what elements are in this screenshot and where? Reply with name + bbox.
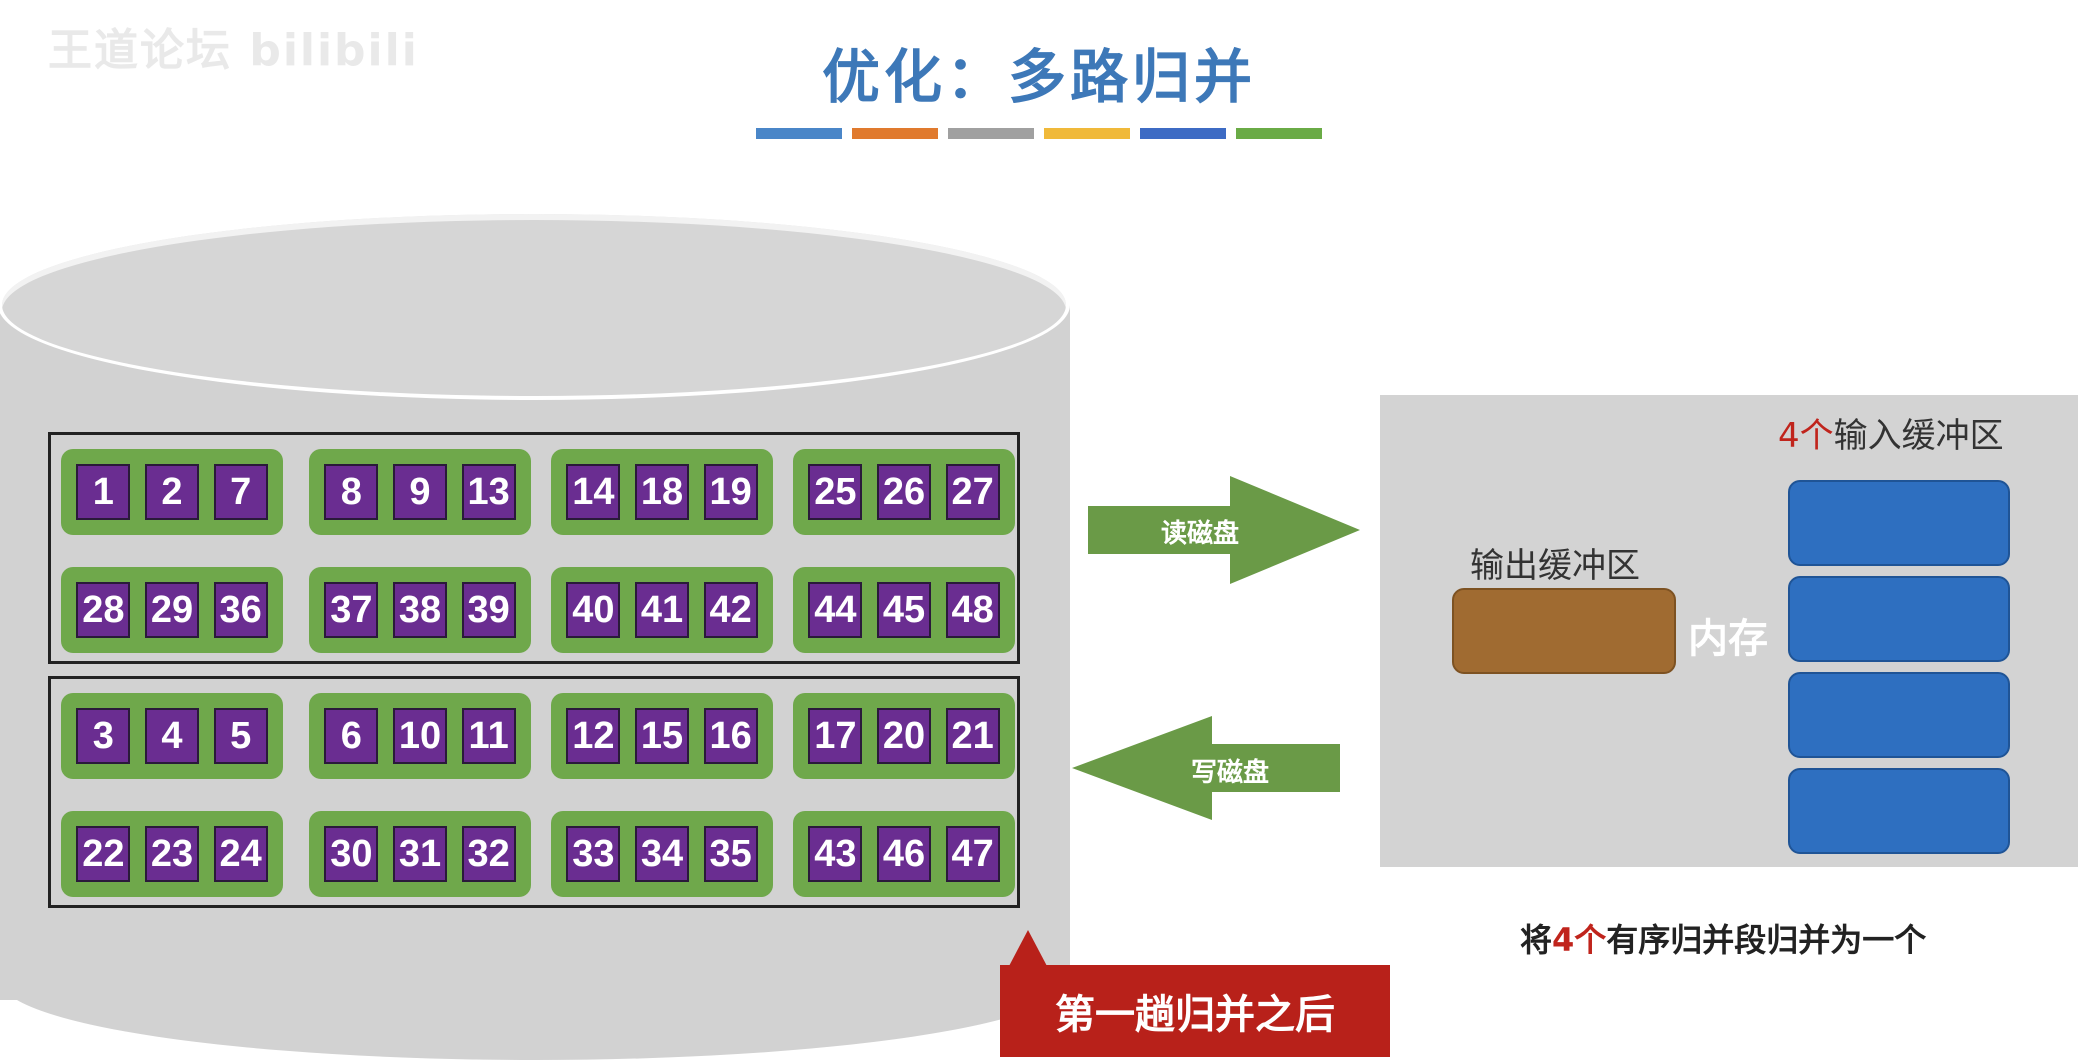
run-number-cell: 9 [392, 464, 447, 520]
run-number-cell: 48 [945, 582, 1000, 638]
run-number-cell: 32 [461, 826, 516, 882]
run-number-cell: 39 [461, 582, 516, 638]
output-buffer [1452, 588, 1676, 674]
run-number-cell: 28 [76, 582, 131, 638]
run-number-cell: 21 [945, 708, 1000, 764]
run-number-cell: 30 [324, 826, 379, 882]
read-arrow-shape [1088, 476, 1360, 584]
input-buffer-label: 输入缓冲区 [1833, 416, 2004, 456]
run-number-cell: 17 [808, 708, 863, 764]
input-buffer-stack [1788, 480, 2010, 854]
run-number-cell: 46 [876, 826, 931, 882]
run-number-cell: 22 [76, 826, 131, 882]
page-title: 优化：多路归并 [821, 43, 1256, 111]
run-number-cell: 16 [703, 708, 758, 764]
title-color-stripe [756, 128, 1322, 139]
watermark: 王道论坛 bilibili [48, 25, 419, 76]
run-number-cell: 25 [808, 464, 863, 520]
input-buffer [1788, 768, 2010, 854]
run-number-cell: 31 [392, 826, 447, 882]
memory-label: 内存 [1688, 616, 1768, 662]
stripe-segment [948, 128, 1034, 139]
run-number-cell: 13 [461, 464, 516, 520]
run-number-cell: 47 [945, 826, 1000, 882]
stripe-segment [1140, 128, 1226, 139]
input-buffer [1788, 672, 2010, 758]
run-number-cell: 8 [324, 464, 379, 520]
disk-cylinder-top [0, 210, 1070, 400]
run-number-cell: 36 [213, 582, 268, 638]
after-first-merge-callout: 第一趟归并之后 [1000, 965, 1390, 1057]
output-buffer-label: 输出缓冲区 [1470, 546, 1640, 586]
run-number-cell: 14 [566, 464, 621, 520]
run-number-cell: 10 [392, 708, 447, 764]
run-number-cell: 5 [213, 708, 268, 764]
caption-highlight: 4个 [1552, 921, 1607, 959]
caption-prefix: 将 [1520, 921, 1553, 959]
run-number-cell: 15 [634, 708, 689, 764]
run-number-cell: 18 [634, 464, 689, 520]
run-number-cell: 40 [566, 582, 621, 638]
run-number-cell: 37 [324, 582, 379, 638]
callout-pointer [1008, 930, 1048, 968]
run-number-cell: 6 [324, 708, 379, 764]
run-number-cell: 44 [808, 582, 863, 638]
stripe-segment [756, 128, 842, 139]
write-disk-arrow [1072, 716, 1340, 820]
run-number-cell: 38 [392, 582, 447, 638]
caption-suffix: 有序归并段归并为一个 [1606, 921, 1927, 959]
read-disk-arrow [1088, 476, 1360, 584]
run-number-cell: 29 [144, 582, 199, 638]
run-number-cell: 2 [144, 464, 199, 520]
run-number-cell: 23 [144, 826, 199, 882]
input-buffer [1788, 480, 2010, 566]
run-number-cell: 33 [566, 826, 621, 882]
stripe-segment [852, 128, 938, 139]
run-number-cell: 24 [213, 826, 268, 882]
run-number-cell: 1 [76, 464, 131, 520]
run-number-cell: 42 [703, 582, 758, 638]
write-disk-label: 写磁盘 [1190, 758, 1269, 788]
run-number-cell: 11 [461, 708, 516, 764]
run-number-cell: 7 [213, 464, 268, 520]
run-number-cell: 41 [634, 582, 689, 638]
run-number-cell: 27 [945, 464, 1000, 520]
input-buffer-count: 4个 [1778, 416, 1834, 456]
input-buffer [1788, 576, 2010, 662]
stripe-segment [1236, 128, 1322, 139]
run-number-cell: 34 [634, 826, 689, 882]
run-number-cell: 20 [876, 708, 931, 764]
run-number-cell: 3 [76, 708, 131, 764]
run-number-cell: 35 [703, 826, 758, 882]
run-number-cell: 45 [876, 582, 931, 638]
merge-caption: 将4个有序归并段归并为一个 [1520, 915, 1926, 961]
run-number-cell: 12 [566, 708, 621, 764]
run-number-cell: 43 [808, 826, 863, 882]
stripe-segment [1044, 128, 1130, 139]
run-number-cell: 19 [703, 464, 758, 520]
run-number-cell: 4 [144, 708, 199, 764]
input-buffer-title: 4个输入缓冲区 [1778, 408, 2004, 457]
run-number-cell: 26 [876, 464, 931, 520]
write-arrow-shape [1072, 716, 1340, 820]
read-disk-label: 读磁盘 [1160, 519, 1239, 549]
